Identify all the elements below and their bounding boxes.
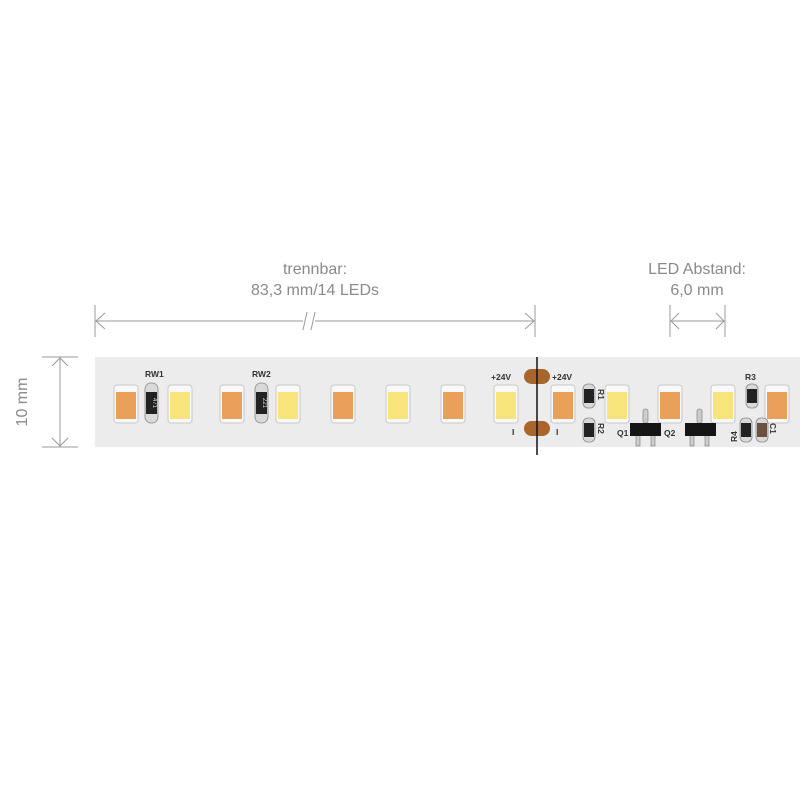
led-cool — [275, 384, 301, 424]
led-warm — [440, 384, 466, 424]
rw2-value: 221 — [261, 398, 267, 409]
label-r1: R1 — [596, 389, 606, 400]
cut-label-line2: 83,3 mm/14 LEDs — [251, 282, 379, 299]
label-r4: R4 — [729, 431, 739, 442]
label-plus-left: +24V — [491, 372, 511, 382]
led-warm — [764, 384, 790, 424]
led-warm — [113, 384, 139, 424]
capacitor-c1 — [757, 423, 767, 437]
width-dimension — [42, 356, 78, 448]
cut-length-dimension — [94, 305, 536, 337]
led-warm — [657, 384, 683, 424]
label-r3: R3 — [745, 372, 756, 382]
resistor-rw2: 221 — [254, 382, 269, 424]
label-r2: R2 — [596, 423, 606, 434]
label-rw2: RW2 — [252, 369, 271, 379]
spacing-label-line1: LED Abstand: — [648, 261, 746, 278]
label-minus-right: I — [556, 427, 558, 437]
cut-label-line1: trennbar: — [283, 261, 347, 278]
led-spacing-dimension — [669, 305, 726, 337]
led-warm — [550, 384, 576, 424]
label-c1: C1 — [768, 423, 778, 434]
spacing-label-line2: 6,0 mm — [670, 282, 723, 299]
width-label: 10 mm — [14, 378, 31, 427]
led-cool — [493, 384, 519, 424]
label-q1: Q1 — [617, 428, 629, 438]
led-group — [113, 384, 790, 424]
led-cool — [167, 384, 193, 424]
led-cool — [710, 384, 736, 424]
label-q2: Q2 — [664, 428, 676, 438]
led-cool — [385, 384, 411, 424]
led-warm — [330, 384, 356, 424]
led-cool — [604, 384, 630, 424]
resistor-rw1: 471 — [144, 382, 159, 424]
label-plus-right: +24V — [552, 372, 572, 382]
transistor-q2 — [685, 408, 716, 447]
label-minus-left: I — [512, 427, 514, 437]
led-warm — [219, 384, 245, 424]
rw1-value: 471 — [151, 398, 157, 409]
resistor-bodies — [584, 389, 767, 437]
transistor-q1 — [630, 408, 661, 447]
label-rw1: RW1 — [145, 369, 164, 379]
